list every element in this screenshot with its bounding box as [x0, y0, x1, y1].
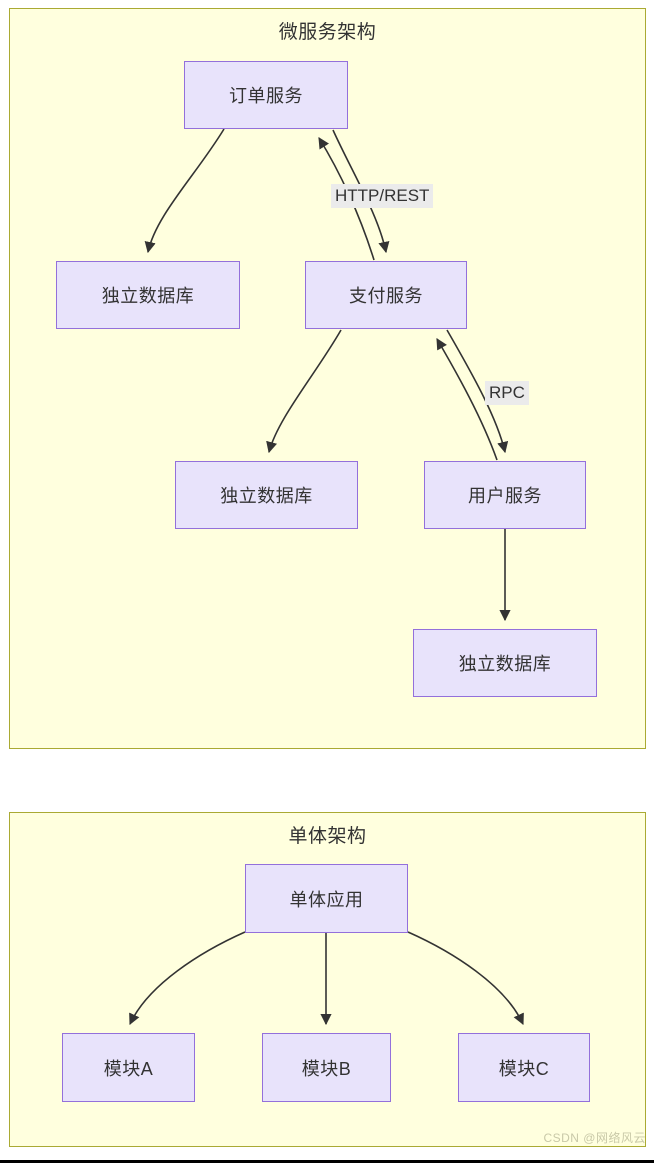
node-payment-db[interactable]: 独立数据库	[175, 461, 358, 529]
node-monolith-app[interactable]: 单体应用	[245, 864, 408, 933]
node-label: 订单服务	[229, 86, 303, 106]
node-label: 模块A	[103, 1058, 154, 1079]
node-label: 独立数据库	[220, 486, 313, 506]
node-order-service[interactable]: 订单服务	[184, 61, 348, 129]
cluster-title-microservices: 微服务架构	[278, 22, 377, 43]
node-label: 模块C	[498, 1058, 550, 1079]
node-order-db[interactable]: 独立数据库	[56, 261, 240, 329]
node-label: 单体应用	[289, 889, 364, 910]
cluster-title-monolith: 单体架构	[288, 826, 367, 847]
node-label: 独立数据库	[458, 654, 552, 674]
watermark: CSDN @网络风云	[543, 1131, 646, 1145]
node-label: 独立数据库	[101, 286, 195, 306]
node-module-c[interactable]: 模块C	[458, 1033, 590, 1102]
node-label: 模块B	[301, 1058, 352, 1079]
node-module-a[interactable]: 模块A	[62, 1033, 195, 1102]
edge-label-http-rest: HTTP/REST	[331, 184, 434, 209]
node-module-b[interactable]: 模块B	[262, 1033, 391, 1102]
node-label: 用户服务	[468, 486, 542, 506]
node-label: 支付服务	[349, 286, 423, 306]
node-user-service[interactable]: 用户服务	[424, 461, 586, 529]
node-user-db[interactable]: 独立数据库	[413, 629, 597, 697]
node-payment-service[interactable]: 支付服务	[305, 261, 467, 329]
edge-label-rpc: RPC	[485, 381, 529, 406]
